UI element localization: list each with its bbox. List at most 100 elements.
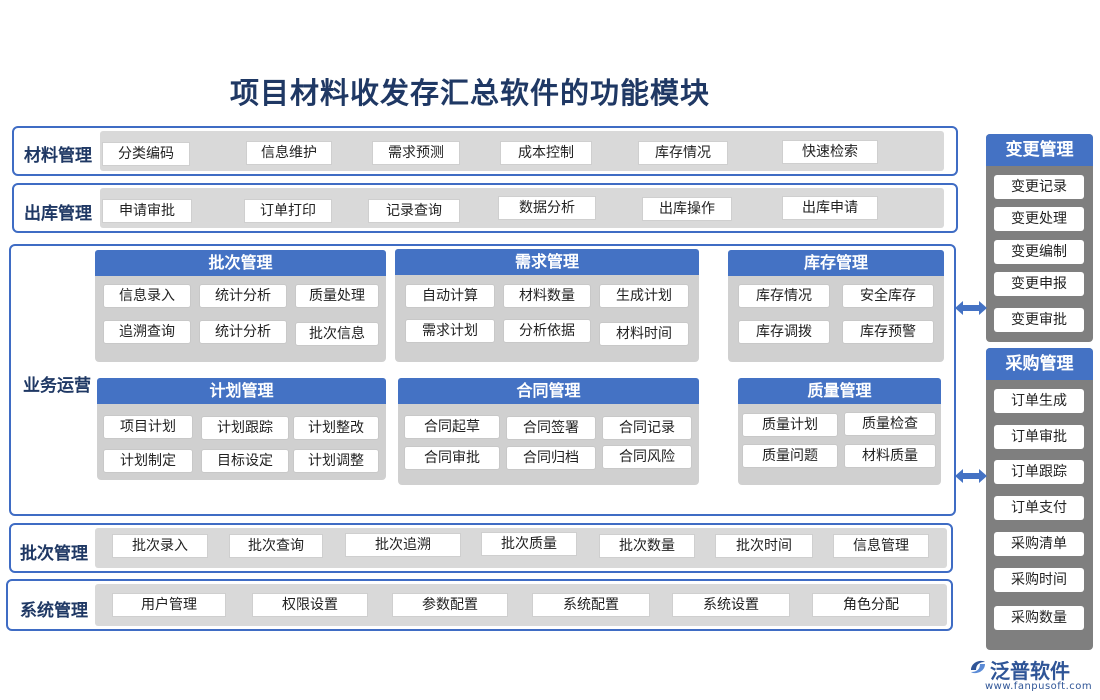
change-mgmt-panel: 变更管理 变更记录 变更处理 变更编制 变更申报 变更审批 [986,134,1093,342]
panel-item: 库存调拨 [738,320,830,344]
system-item: 系统配置 [532,593,650,617]
panel-item: 计划制定 [103,449,193,473]
panel-item: 批次信息 [295,322,379,346]
batch-item: 批次质量 [481,532,577,556]
system-item: 参数配置 [392,593,508,617]
panel-item: 质量问题 [742,444,838,468]
outbound-mgmt-label: 出库管理 [24,204,92,224]
panel-item: 库存预警 [842,320,934,344]
panel-contract-title: 合同管理 [398,378,699,404]
system-item: 系统设置 [672,593,790,617]
purchase-item: 采购数量 [994,606,1084,630]
change-item: 变更处理 [994,207,1084,231]
panel-item: 计划调整 [293,449,379,473]
purchase-item: 订单支付 [994,496,1084,520]
panel-contract: 合同管理 合同起草 合同签署 合同记录 合同审批 合同归档 合同风险 [398,378,699,485]
batch-mgmt-label: 批次管理 [20,544,88,564]
panel-batch-title: 批次管理 [95,250,386,276]
panel-inventory: 库存管理 库存情况 安全库存 库存调拨 库存预警 [728,250,944,362]
panel-item: 质量检查 [844,412,936,436]
panel-demand: 需求管理 自动计算 材料数量 生成计划 需求计划 分析依据 材料时间 [395,249,699,362]
panel-item: 质量处理 [295,284,379,308]
outbound-item: 记录查询 [368,199,460,223]
outbound-item: 出库申请 [782,196,878,220]
system-item: 角色分配 [812,593,930,617]
panel-item: 合同签署 [506,416,596,440]
panel-demand-title: 需求管理 [395,249,699,275]
business-ops-label: 业务运营 [23,376,91,396]
panel-item: 材料质量 [844,444,936,468]
panel-item: 分析依据 [503,319,591,343]
change-item: 变更申报 [994,272,1084,296]
logo-url: www.fanpusoft.com [985,681,1093,692]
material-item: 需求预测 [372,141,460,165]
material-mgmt-label: 材料管理 [24,146,92,166]
panel-item: 合同审批 [404,446,500,470]
batch-item: 批次时间 [715,534,813,558]
logo-name: 泛普软件 [990,659,1070,683]
panel-item: 统计分析 [199,320,287,344]
system-item: 权限设置 [252,593,368,617]
panel-item: 自动计算 [405,284,495,308]
system-mgmt-label: 系统管理 [20,601,88,621]
purchase-mgmt-title: 采购管理 [986,348,1093,380]
panel-item: 目标设定 [201,449,289,473]
panel-item: 计划跟踪 [201,416,289,440]
double-arrow-icon [955,301,987,315]
batch-item: 批次查询 [229,534,323,558]
purchase-item: 采购时间 [994,568,1084,592]
page-title: 项目材料收发存汇总软件的功能模块 [230,76,711,110]
panel-item: 合同记录 [602,416,692,440]
purchase-item: 订单跟踪 [994,460,1084,484]
outbound-item: 出库操作 [642,197,732,221]
panel-item: 材料数量 [503,284,591,308]
batch-mgmt-band: 批次管理 批次录入 批次查询 批次追溯 批次质量 批次数量 批次时间 信息管理 [9,523,953,573]
panel-item: 合同起草 [404,415,500,439]
panel-item: 追溯查询 [103,320,191,344]
panel-plan: 计划管理 项目计划 计划跟踪 计划整改 计划制定 目标设定 计划调整 [97,378,386,480]
panel-item: 需求计划 [405,319,495,343]
panel-plan-title: 计划管理 [97,378,386,404]
panel-item: 信息录入 [103,284,191,308]
purchase-item: 订单审批 [994,425,1084,449]
change-mgmt-title: 变更管理 [986,134,1093,166]
material-item: 快速检索 [782,140,878,164]
material-item: 成本控制 [500,141,592,165]
panel-item: 合同风险 [602,445,692,469]
batch-item: 信息管理 [833,534,929,558]
panel-item: 材料时间 [599,322,689,346]
change-item: 变更编制 [994,240,1084,264]
double-arrow-icon [955,469,987,483]
system-mgmt-track [95,584,947,626]
batch-item: 批次追溯 [345,533,461,557]
panel-item: 质量计划 [742,413,838,437]
purchase-item: 订单生成 [994,389,1084,413]
system-mgmt-band: 系统管理 用户管理 权限设置 参数配置 系统配置 系统设置 角色分配 [6,579,953,631]
outbound-mgmt-band: 出库管理 申请审批 订单打印 记录查询 数据分析 出库操作 出库申请 [12,183,958,233]
purchase-mgmt-panel: 采购管理 订单生成 订单审批 订单跟踪 订单支付 采购清单 采购时间 采购数量 [986,348,1093,650]
panel-quality: 质量管理 质量计划 质量检查 质量问题 材料质量 [738,378,941,485]
batch-item: 批次数量 [599,534,695,558]
material-item: 分类编码 [102,142,190,166]
panel-quality-title: 质量管理 [738,378,941,404]
panel-item: 项目计划 [103,415,193,439]
batch-item: 批次录入 [112,534,208,558]
panel-item: 安全库存 [842,284,934,308]
system-item: 用户管理 [112,593,226,617]
outbound-item: 数据分析 [498,196,596,220]
logo-icon [971,660,985,674]
panel-item: 计划整改 [293,416,379,440]
panel-inventory-title: 库存管理 [728,250,944,276]
outbound-item: 订单打印 [244,199,332,223]
panel-batch: 批次管理 信息录入 统计分析 质量处理 追溯查询 统计分析 批次信息 [95,250,386,362]
material-item: 信息维护 [246,141,332,165]
change-item: 变更审批 [994,308,1084,332]
material-mgmt-band: 材料管理 分类编码 信息维护 需求预测 成本控制 库存情况 快速检索 [12,126,958,176]
purchase-item: 采购清单 [994,532,1084,556]
material-item: 库存情况 [638,141,728,165]
panel-item: 合同归档 [506,446,596,470]
panel-item: 统计分析 [199,284,287,308]
change-item: 变更记录 [994,175,1084,199]
panel-item: 生成计划 [599,284,689,308]
outbound-item: 申请审批 [102,199,192,223]
